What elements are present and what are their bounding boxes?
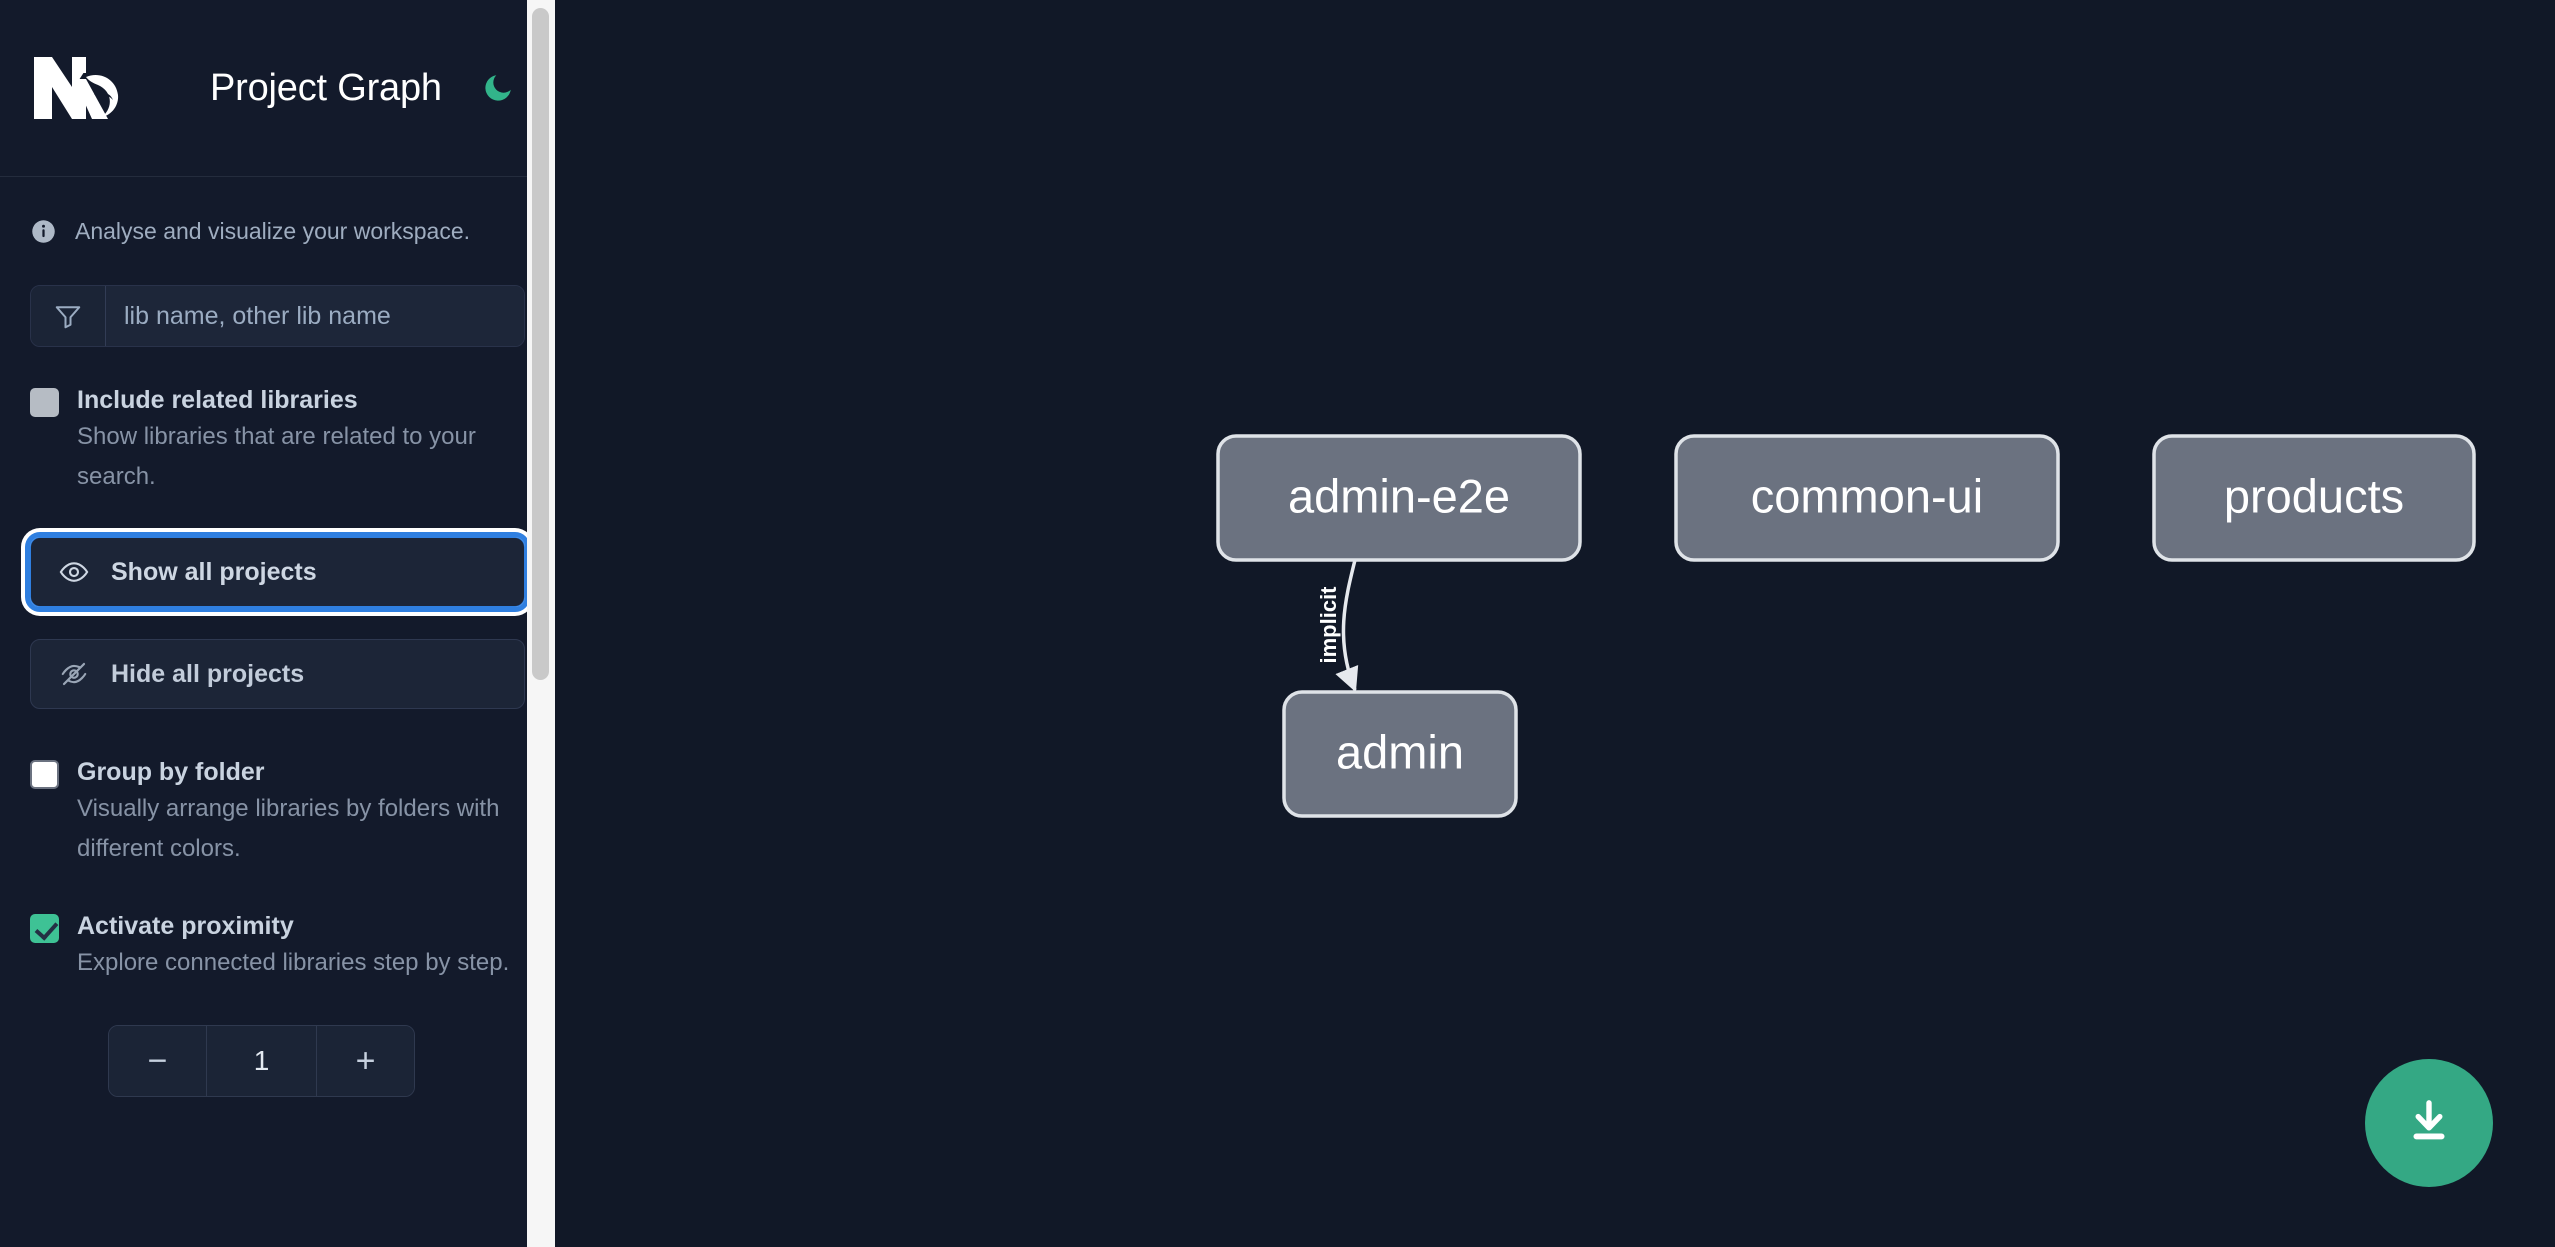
graph-edges: implicit implicit [1316,559,1359,693]
option-title: Include related libraries [77,386,358,414]
proximity-stepper[interactable]: − 1 + [108,1025,415,1097]
node-label: admin-e2e [1288,469,1510,522]
hide-all-projects-label: Hide all projects [111,659,305,688]
download-graph-button[interactable] [2365,1059,2493,1187]
eye-icon [59,557,89,587]
proximity-decrement-button[interactable]: − [109,1026,206,1096]
funnel-icon [31,286,106,346]
activate-proximity-checkbox[interactable] [30,914,59,943]
edge-label: implicit [1316,586,1341,664]
option-title: Activate proximity [77,912,294,940]
option-title: Group by folder [77,758,265,786]
group-by-folder-checkbox[interactable] [30,760,59,789]
option-activate-proximity[interactable]: Activate proximity Explore connected lib… [0,909,555,983]
show-all-projects-button[interactable]: Show all projects [25,532,530,612]
moon-icon[interactable] [478,68,518,108]
graph-node-products[interactable]: products [2152,434,2476,562]
show-all-projects-label: Show all projects [111,557,317,586]
visibility-buttons: Show all projects Hide all projects [0,532,555,709]
proximity-stepper-wrap: − 1 + [0,1025,555,1097]
proximity-increment-button[interactable]: + [317,1026,414,1096]
workspace-info-text: Analyse and visualize your workspace. [75,217,471,244]
sidebar-header: Project Graph [0,0,555,177]
search-input[interactable] [106,286,524,346]
sidebar: Project Graph Analyse and visualize your… [0,0,555,1247]
eye-off-icon [59,659,89,689]
proximity-value: 1 [206,1026,317,1096]
page-title: Project Graph [210,66,442,109]
hide-all-projects-button[interactable]: Hide all projects [30,639,525,709]
option-description: Visually arrange libraries by folders wi… [77,795,500,862]
node-label: admin [1336,725,1464,778]
option-include-related-libraries[interactable]: Include related libraries Show libraries… [0,383,555,497]
graph-node-common-ui[interactable]: common-ui [1674,434,2060,562]
graph-canvas[interactable]: implicit implicit admin-e2e common-ui [555,0,2555,1247]
option-description: Show libraries that are related to your … [77,423,476,490]
edge-admin-e2e-admin[interactable]: implicit [1316,559,1359,693]
node-label: products [2224,469,2404,522]
filter-field[interactable] [30,285,525,347]
nx-logo-icon [30,51,130,125]
graph-nodes: admin-e2e common-ui products store-e2e a… [1216,434,2476,818]
option-group-by-folder[interactable]: Group by folder Visually arrange librari… [0,755,555,869]
download-icon [2402,1095,2456,1152]
project-graph-svg: implicit implicit admin-e2e common-ui [1216,434,2476,818]
graph-node-admin[interactable]: admin [1282,690,1518,818]
sidebar-scrollbar-thumb[interactable] [532,8,549,680]
sidebar-scrollbar-track[interactable] [527,0,555,1247]
info-icon [30,218,57,245]
option-description: Explore connected libraries step by step… [77,949,510,976]
workspace-info: Analyse and visualize your workspace. [0,177,555,285]
graph-node-admin-e2e[interactable]: admin-e2e [1216,434,1582,562]
node-label: common-ui [1751,469,1983,522]
include-related-libraries-checkbox[interactable] [30,388,59,417]
